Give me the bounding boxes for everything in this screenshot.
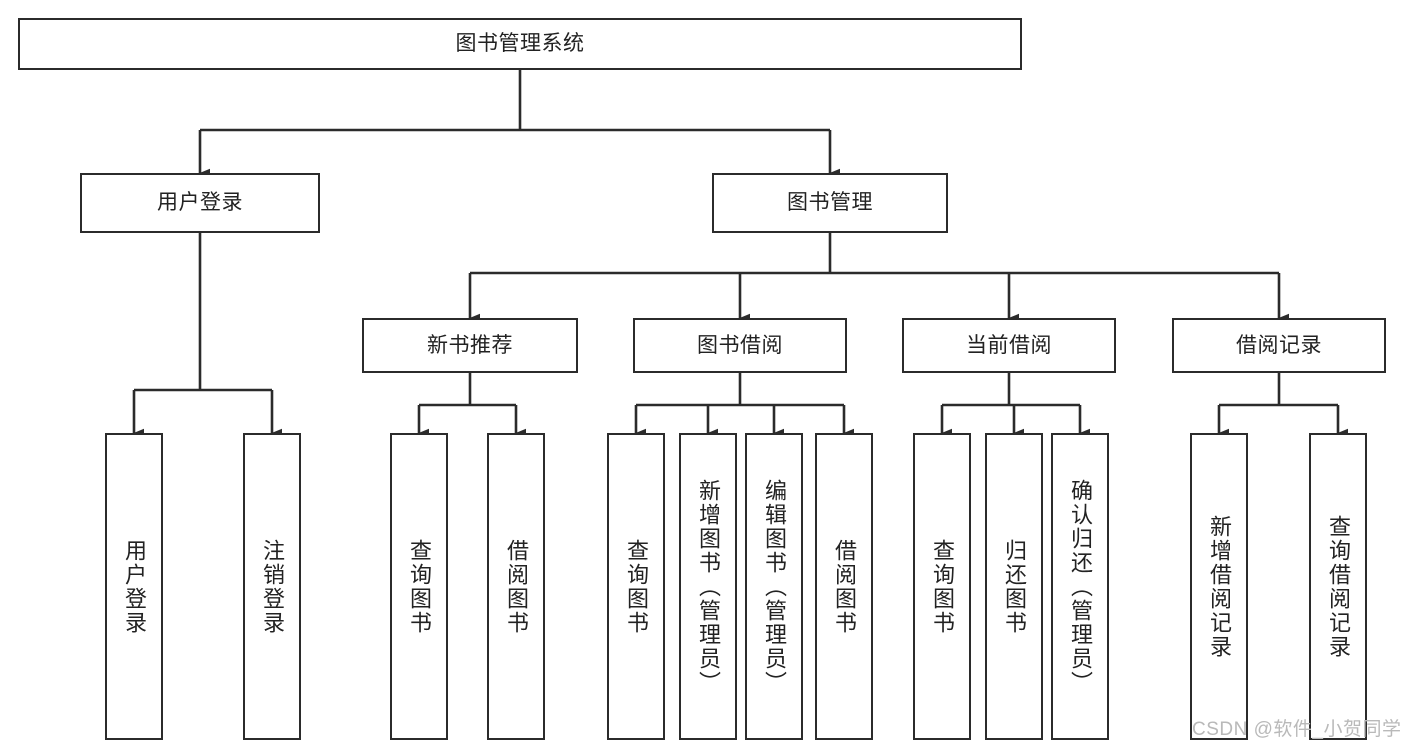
node-label: 编辑图书（管理员） <box>761 478 787 695</box>
node-label: 图书管理 <box>787 191 873 215</box>
node-label: 借阅图书 <box>831 538 857 635</box>
level2-node-借阅记录-3: 借阅记录 <box>1172 318 1386 373</box>
node-label: 查询图书 <box>623 538 649 635</box>
level2-node-图书借阅-1: 图书借阅 <box>633 318 847 373</box>
leaf-node-新增借阅记录-11: 新增借阅记录 <box>1190 433 1248 740</box>
node-label: 借阅记录 <box>1236 333 1322 357</box>
level1-node-图书管理-1: 图书管理 <box>712 173 948 233</box>
csdn-watermark: CSDN @软件_小贺同学 <box>1192 719 1402 740</box>
node-label: 用户登录 <box>157 191 243 215</box>
leaf-node-编辑图书管理员-6: 编辑图书（管理员） <box>745 433 803 740</box>
node-label: 查询图书 <box>406 538 432 635</box>
level2-node-新书推荐-0: 新书推荐 <box>362 318 578 373</box>
level1-node-用户登录-0: 用户登录 <box>80 173 320 233</box>
leaf-node-查询图书-8: 查询图书 <box>913 433 971 740</box>
leaf-node-借阅图书-7: 借阅图书 <box>815 433 873 740</box>
node-label: 当前借阅 <box>966 333 1052 357</box>
leaf-node-借阅图书-3: 借阅图书 <box>487 433 545 740</box>
root-node-图书管理系统: 图书管理系统 <box>18 18 1022 70</box>
leaf-node-查询图书-4: 查询图书 <box>607 433 665 740</box>
node-label: 新增图书（管理员） <box>695 478 721 695</box>
leaf-node-用户登录-0: 用户登录 <box>105 433 163 740</box>
leaf-node-新增图书管理员-5: 新增图书（管理员） <box>679 433 737 740</box>
leaf-node-注销登录-1: 注销登录 <box>243 433 301 740</box>
node-label: 新增借阅记录 <box>1206 514 1232 659</box>
node-label: 图书借阅 <box>697 333 783 357</box>
node-label: 新书推荐 <box>427 333 513 357</box>
node-label: 查询图书 <box>929 538 955 635</box>
node-label: 确认归还（管理员） <box>1067 478 1093 695</box>
node-label: 归还图书 <box>1001 538 1027 635</box>
node-label: 图书管理系统 <box>455 32 585 56</box>
level2-node-当前借阅-2: 当前借阅 <box>902 318 1116 373</box>
leaf-node-查询图书-2: 查询图书 <box>390 433 448 740</box>
node-label: 注销登录 <box>259 538 285 635</box>
node-label: 查询借阅记录 <box>1325 514 1351 659</box>
leaf-node-确认归还管理员-10: 确认归还（管理员） <box>1051 433 1109 740</box>
node-label: 借阅图书 <box>503 538 529 635</box>
leaf-node-查询借阅记录-12: 查询借阅记录 <box>1309 433 1367 740</box>
node-label: 用户登录 <box>121 538 147 635</box>
leaf-node-归还图书-9: 归还图书 <box>985 433 1043 740</box>
